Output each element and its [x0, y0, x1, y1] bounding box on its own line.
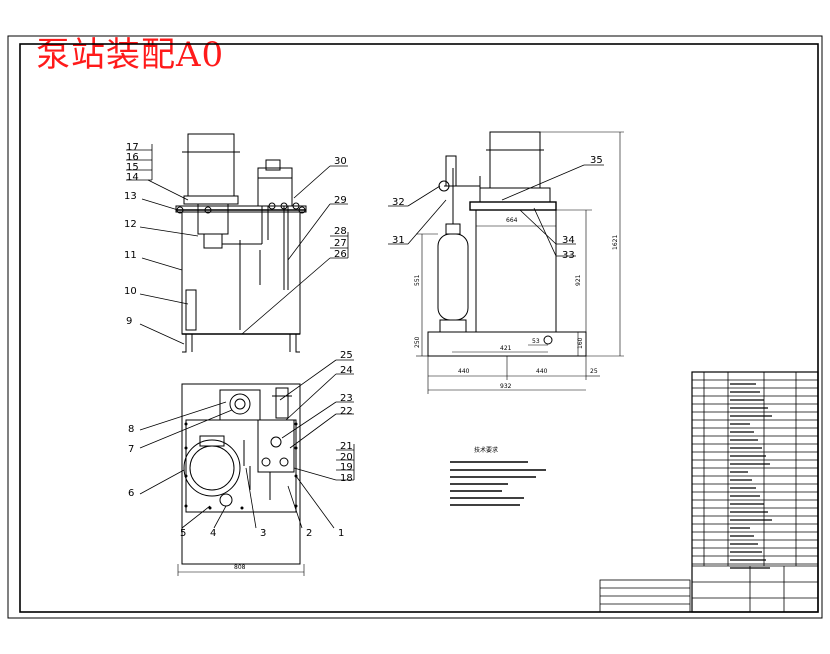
title-block-text-marks — [730, 383, 772, 569]
side-view-leaders — [388, 164, 604, 257]
callout-28: 28 — [334, 226, 347, 237]
accumulator — [437, 233, 469, 321]
callout-25: 25 — [340, 350, 353, 361]
technical-notes-lines — [450, 461, 546, 506]
callout-5: 5 — [180, 528, 186, 539]
callout-21: 21 — [340, 441, 353, 452]
front-view — [175, 133, 307, 353]
dim-808: 808 — [234, 564, 246, 571]
callout-31: 31 — [392, 235, 405, 246]
callout-33: 33 — [562, 250, 575, 261]
callout-12: 12 — [124, 219, 137, 230]
callout-3: 3 — [260, 528, 266, 539]
dim-551: 551 — [414, 274, 421, 286]
side-view-callout-labels: 35 32 31 34 33 — [392, 155, 603, 261]
parts-list-rows — [692, 379, 818, 565]
callout-18: 18 — [340, 473, 353, 484]
dim-421: 421 — [500, 345, 512, 352]
top-motor-flange — [219, 389, 261, 421]
top-view-dimension-labels: 808 — [234, 564, 246, 571]
callout-6: 6 — [128, 488, 134, 499]
front-view-callout-labels: 17 16 15 14 13 12 11 10 9 30 29 28 27 26 — [124, 142, 347, 327]
side-base — [427, 331, 587, 357]
callout-19: 19 — [340, 462, 353, 473]
side-motor — [489, 131, 541, 189]
callout-35: 35 — [590, 155, 603, 166]
top-view — [181, 383, 301, 565]
top-view-tank-outline — [181, 383, 301, 565]
dim-932: 932 — [500, 383, 512, 390]
front-view-leaders — [126, 144, 349, 345]
dim-25: 25 — [590, 368, 598, 375]
callout-7: 7 — [128, 444, 134, 455]
oil-tank — [181, 211, 301, 335]
side-view-dimension-lines — [416, 131, 624, 394]
motor-body — [187, 133, 235, 197]
callout-13: 13 — [124, 191, 137, 202]
callout-16: 16 — [126, 152, 139, 163]
callout-8: 8 — [128, 424, 134, 435]
callout-30: 30 — [334, 156, 347, 167]
outer-border — [7, 35, 823, 619]
top-view-leaders — [139, 359, 355, 529]
callout-1: 1 — [338, 528, 344, 539]
top-valve-block — [257, 419, 295, 473]
side-tank — [475, 209, 557, 333]
callout-9: 9 — [126, 316, 132, 327]
side-view-dimension-labels: 664 921 551 1621 250 421 53 160 440 440 … — [414, 217, 619, 390]
callout-26: 26 — [334, 249, 347, 260]
dim-250: 250 — [414, 336, 421, 348]
title-block — [599, 371, 819, 613]
top-view-inspection-cover — [183, 439, 241, 497]
dim-1621: 1621 — [612, 235, 619, 250]
technical-notes-heading: 技术要求 — [474, 446, 498, 454]
callout-24: 24 — [340, 365, 353, 376]
callout-29: 29 — [334, 195, 347, 206]
technical-notes: 技术要求 — [450, 446, 546, 506]
callout-27: 27 — [334, 238, 347, 249]
callout-10: 10 — [124, 286, 137, 297]
callout-34: 34 — [562, 235, 575, 246]
callout-17: 17 — [126, 142, 139, 153]
inner-border — [19, 43, 819, 613]
side-view — [427, 131, 587, 357]
callout-23: 23 — [340, 393, 353, 404]
dim-440-left: 440 — [458, 368, 470, 375]
top-view-callout-labels: 8 7 6 5 4 3 2 1 25 24 23 22 21 20 19 18 — [128, 350, 353, 539]
pump-housing — [197, 203, 229, 235]
callout-2: 2 — [306, 528, 312, 539]
callout-15: 15 — [126, 162, 139, 173]
callout-14: 14 — [126, 172, 139, 183]
dim-440-right: 440 — [536, 368, 548, 375]
callout-4: 4 — [210, 528, 216, 539]
callout-11: 11 — [124, 250, 137, 261]
dim-160: 160 — [577, 337, 584, 349]
callout-20: 20 — [340, 452, 353, 463]
callout-22: 22 — [340, 406, 353, 417]
top-view-dimension-lines — [177, 564, 305, 576]
dim-53: 53 — [532, 338, 540, 345]
dim-664: 664 — [506, 217, 518, 224]
dim-921: 921 — [575, 274, 582, 286]
callout-32: 32 — [392, 197, 405, 208]
